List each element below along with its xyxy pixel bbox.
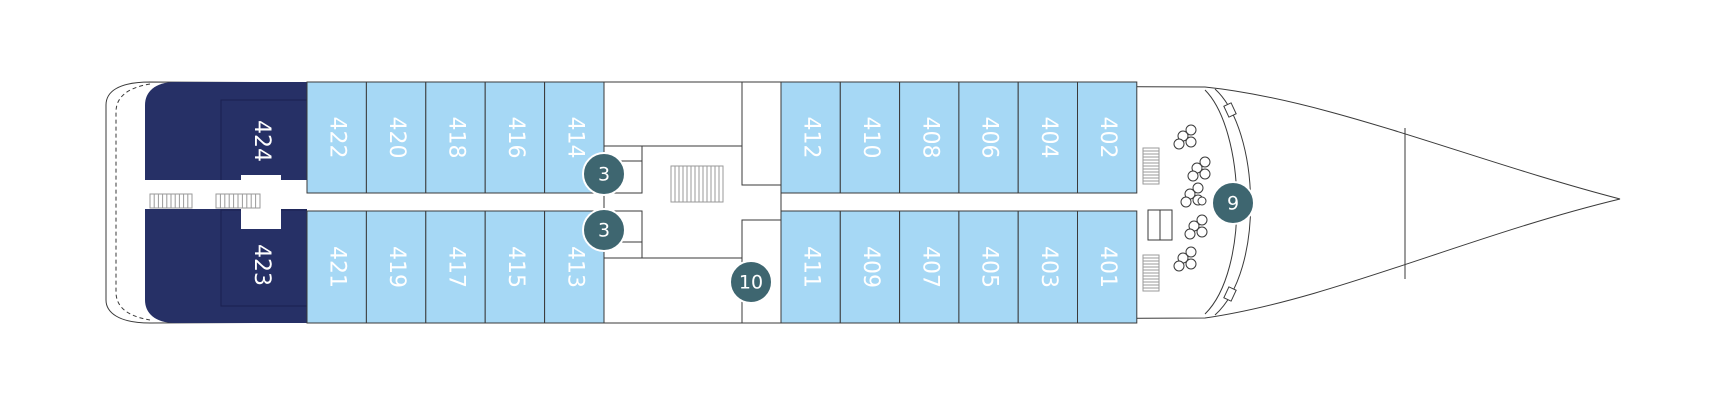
cabin-412[interactable]: 412 [780,81,841,194]
cabin-407[interactable]: 407 [899,210,960,324]
cabin-421-label: 421 [325,246,350,288]
cabin-402-label: 402 [1095,117,1120,159]
cabin-406-box [958,81,1019,194]
cabin-412-box [780,81,841,194]
cabin-409[interactable]: 409 [839,210,901,324]
cabin-404[interactable]: 404 [1017,81,1079,194]
cabin-row-top-fwd: 412 410 408 406 404 402 [780,81,1138,194]
cabin-row-top-aft: 422 420 418 416 414 [306,81,605,194]
cabin-418-label: 418 [444,117,469,159]
cabin-402-box [1077,81,1138,194]
cabin-415-box [484,210,546,324]
cabin-403[interactable]: 403 [1017,210,1079,324]
cabin-404-box [1017,81,1079,194]
cabin-406[interactable]: 406 [958,81,1019,194]
cabin-416[interactable]: 416 [484,81,546,194]
cabin-402[interactable]: 402 [1077,81,1138,194]
cabin-418[interactable]: 418 [425,81,486,194]
cabin-412-label: 412 [799,117,824,159]
cabin-419[interactable]: 419 [365,210,427,324]
aft-stairs-right [215,193,261,209]
lounge-door-top [1223,102,1237,118]
lounge-stairs-top [1142,147,1160,185]
cabin-417-box [425,210,486,324]
cabin-415[interactable]: 415 [484,210,546,324]
suite-423-label: 423 [249,244,274,286]
cabin-407-box [899,210,960,324]
central-staircase [670,165,724,203]
cabin-411-label: 411 [799,246,824,288]
cabin-410-label: 410 [858,117,883,159]
cabin-413-box [544,210,605,324]
cabin-410-box [839,81,901,194]
cabin-422[interactable]: 422 [306,81,367,194]
marker-10-label: 10 [739,272,763,294]
cabin-409-label: 409 [858,246,883,288]
lounge-stairs-bottom [1142,254,1160,292]
cabin-422-label: 422 [325,117,350,159]
cabin-401-box [1077,210,1138,324]
cabin-401-label: 401 [1095,246,1120,288]
cabin-413[interactable]: 413 [544,210,605,324]
marker-10[interactable]: 10 [729,260,773,304]
cabin-413-label: 413 [562,246,587,288]
cabin-420[interactable]: 420 [365,81,427,194]
marker-3-bottom-label: 3 [598,220,610,242]
lounge-door-bottom [1223,286,1237,302]
cabin-410[interactable]: 410 [839,81,901,194]
service-room-top [741,81,782,186]
cabin-417-label: 417 [444,246,469,288]
cabin-row-bottom-aft: 421 419 417 415 413 [306,210,605,324]
marker-3-top-label: 3 [598,164,610,186]
cabin-row-bottom-fwd: 411 409 407 405 403 401 [780,210,1138,324]
marker-9-label: 9 [1227,193,1239,215]
lounge-seating [1147,124,1211,272]
aft-stairs-left [149,193,193,209]
marker-3-bottom[interactable]: 3 [582,208,626,252]
cabin-411[interactable]: 411 [780,210,841,324]
cabin-414-label: 414 [562,117,587,159]
cabin-422-box [306,81,367,194]
cabin-406-label: 406 [977,117,1002,159]
cabin-418-box [425,81,486,194]
cabin-416-label: 416 [503,117,528,159]
cabin-419-label: 419 [384,246,409,288]
cabin-421[interactable]: 421 [306,210,367,324]
cabin-403-label: 403 [1036,246,1061,288]
suite-424-label: 424 [249,120,274,162]
cabin-421-box [306,210,367,324]
cabin-415-label: 415 [503,246,528,288]
cabin-408-label: 408 [917,117,942,159]
cabin-408-box [899,81,960,194]
cabin-405[interactable]: 405 [958,210,1019,324]
marker-3-top[interactable]: 3 [582,152,626,196]
cabin-419-box [365,210,427,324]
cabin-403-box [1017,210,1079,324]
marker-9[interactable]: 9 [1211,181,1255,225]
cabin-420-label: 420 [384,117,409,159]
cabin-417[interactable]: 417 [425,210,486,324]
cabin-405-box [958,210,1019,324]
cabin-408[interactable]: 408 [899,81,960,194]
cabin-405-label: 405 [977,246,1002,288]
cabin-407-label: 407 [917,246,942,288]
cabin-401[interactable]: 401 [1077,210,1138,324]
cabin-404-label: 404 [1036,117,1061,159]
